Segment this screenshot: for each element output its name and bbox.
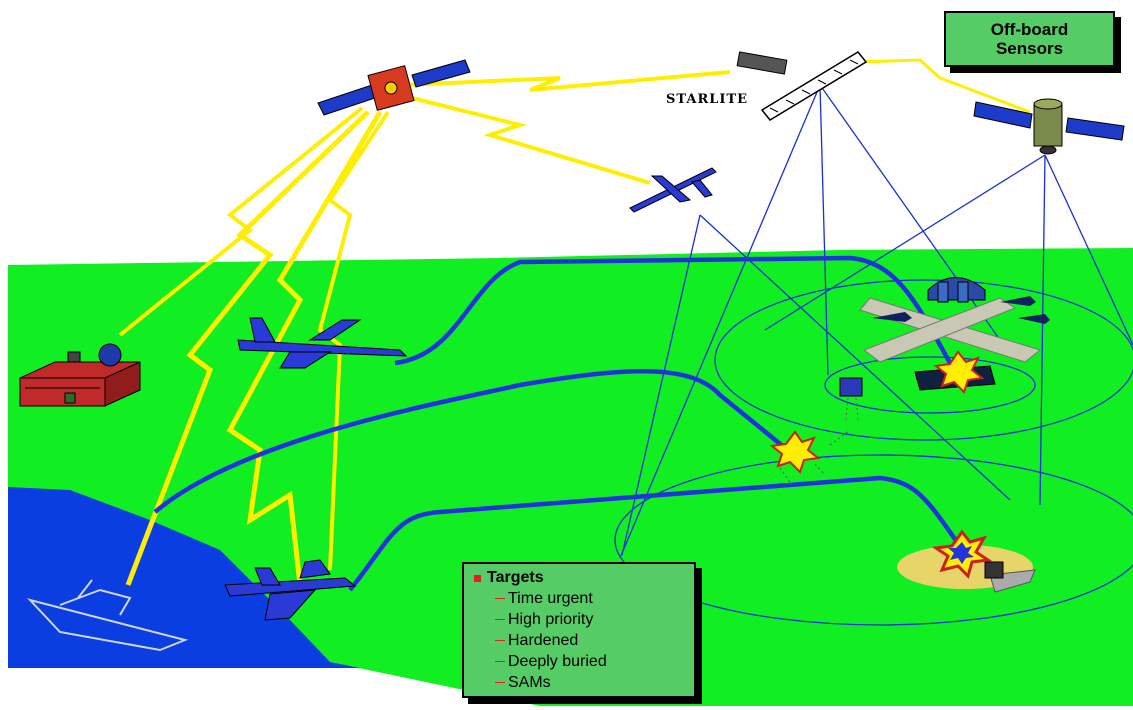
list-item: Deeply buried bbox=[495, 651, 694, 672]
sam-vehicle-icon bbox=[839, 377, 863, 421]
sea-area bbox=[8, 487, 360, 668]
satellite-links bbox=[118, 58, 1031, 586]
uav-icon bbox=[629, 167, 717, 213]
ship-icon bbox=[26, 579, 189, 652]
ground-station-icon bbox=[19, 343, 141, 407]
fighter-aircraft-icon bbox=[224, 559, 357, 621]
offboard-sensors-label: Off-board Sensors bbox=[944, 11, 1115, 67]
recon-satellite-icon bbox=[973, 98, 1125, 155]
desert-target-site bbox=[897, 529, 1036, 593]
bullet-icon bbox=[474, 574, 481, 582]
target-hit-mid bbox=[769, 429, 851, 483]
targets-list: Time urgent High priority Hardened Deepl… bbox=[474, 588, 694, 693]
targets-legend: Targets Time urgent High priority Harden… bbox=[462, 562, 696, 698]
starlite-satellite-icon bbox=[736, 51, 868, 121]
list-item: Hardened bbox=[495, 630, 694, 651]
hangar-icon bbox=[927, 277, 986, 303]
starlite-label: STARLITE bbox=[666, 92, 749, 107]
list-item: SAMs bbox=[495, 672, 694, 693]
comms-satellite-icon bbox=[317, 59, 471, 116]
targets-title: Targets bbox=[487, 569, 544, 586]
parked-aircraft-icons bbox=[872, 296, 1050, 324]
bomber-aircraft-icon bbox=[237, 317, 408, 369]
list-item: High priority bbox=[495, 609, 694, 630]
targets-header: Targets bbox=[474, 568, 694, 588]
list-item: Time urgent bbox=[495, 588, 694, 609]
target-hit-airfield bbox=[914, 350, 996, 394]
